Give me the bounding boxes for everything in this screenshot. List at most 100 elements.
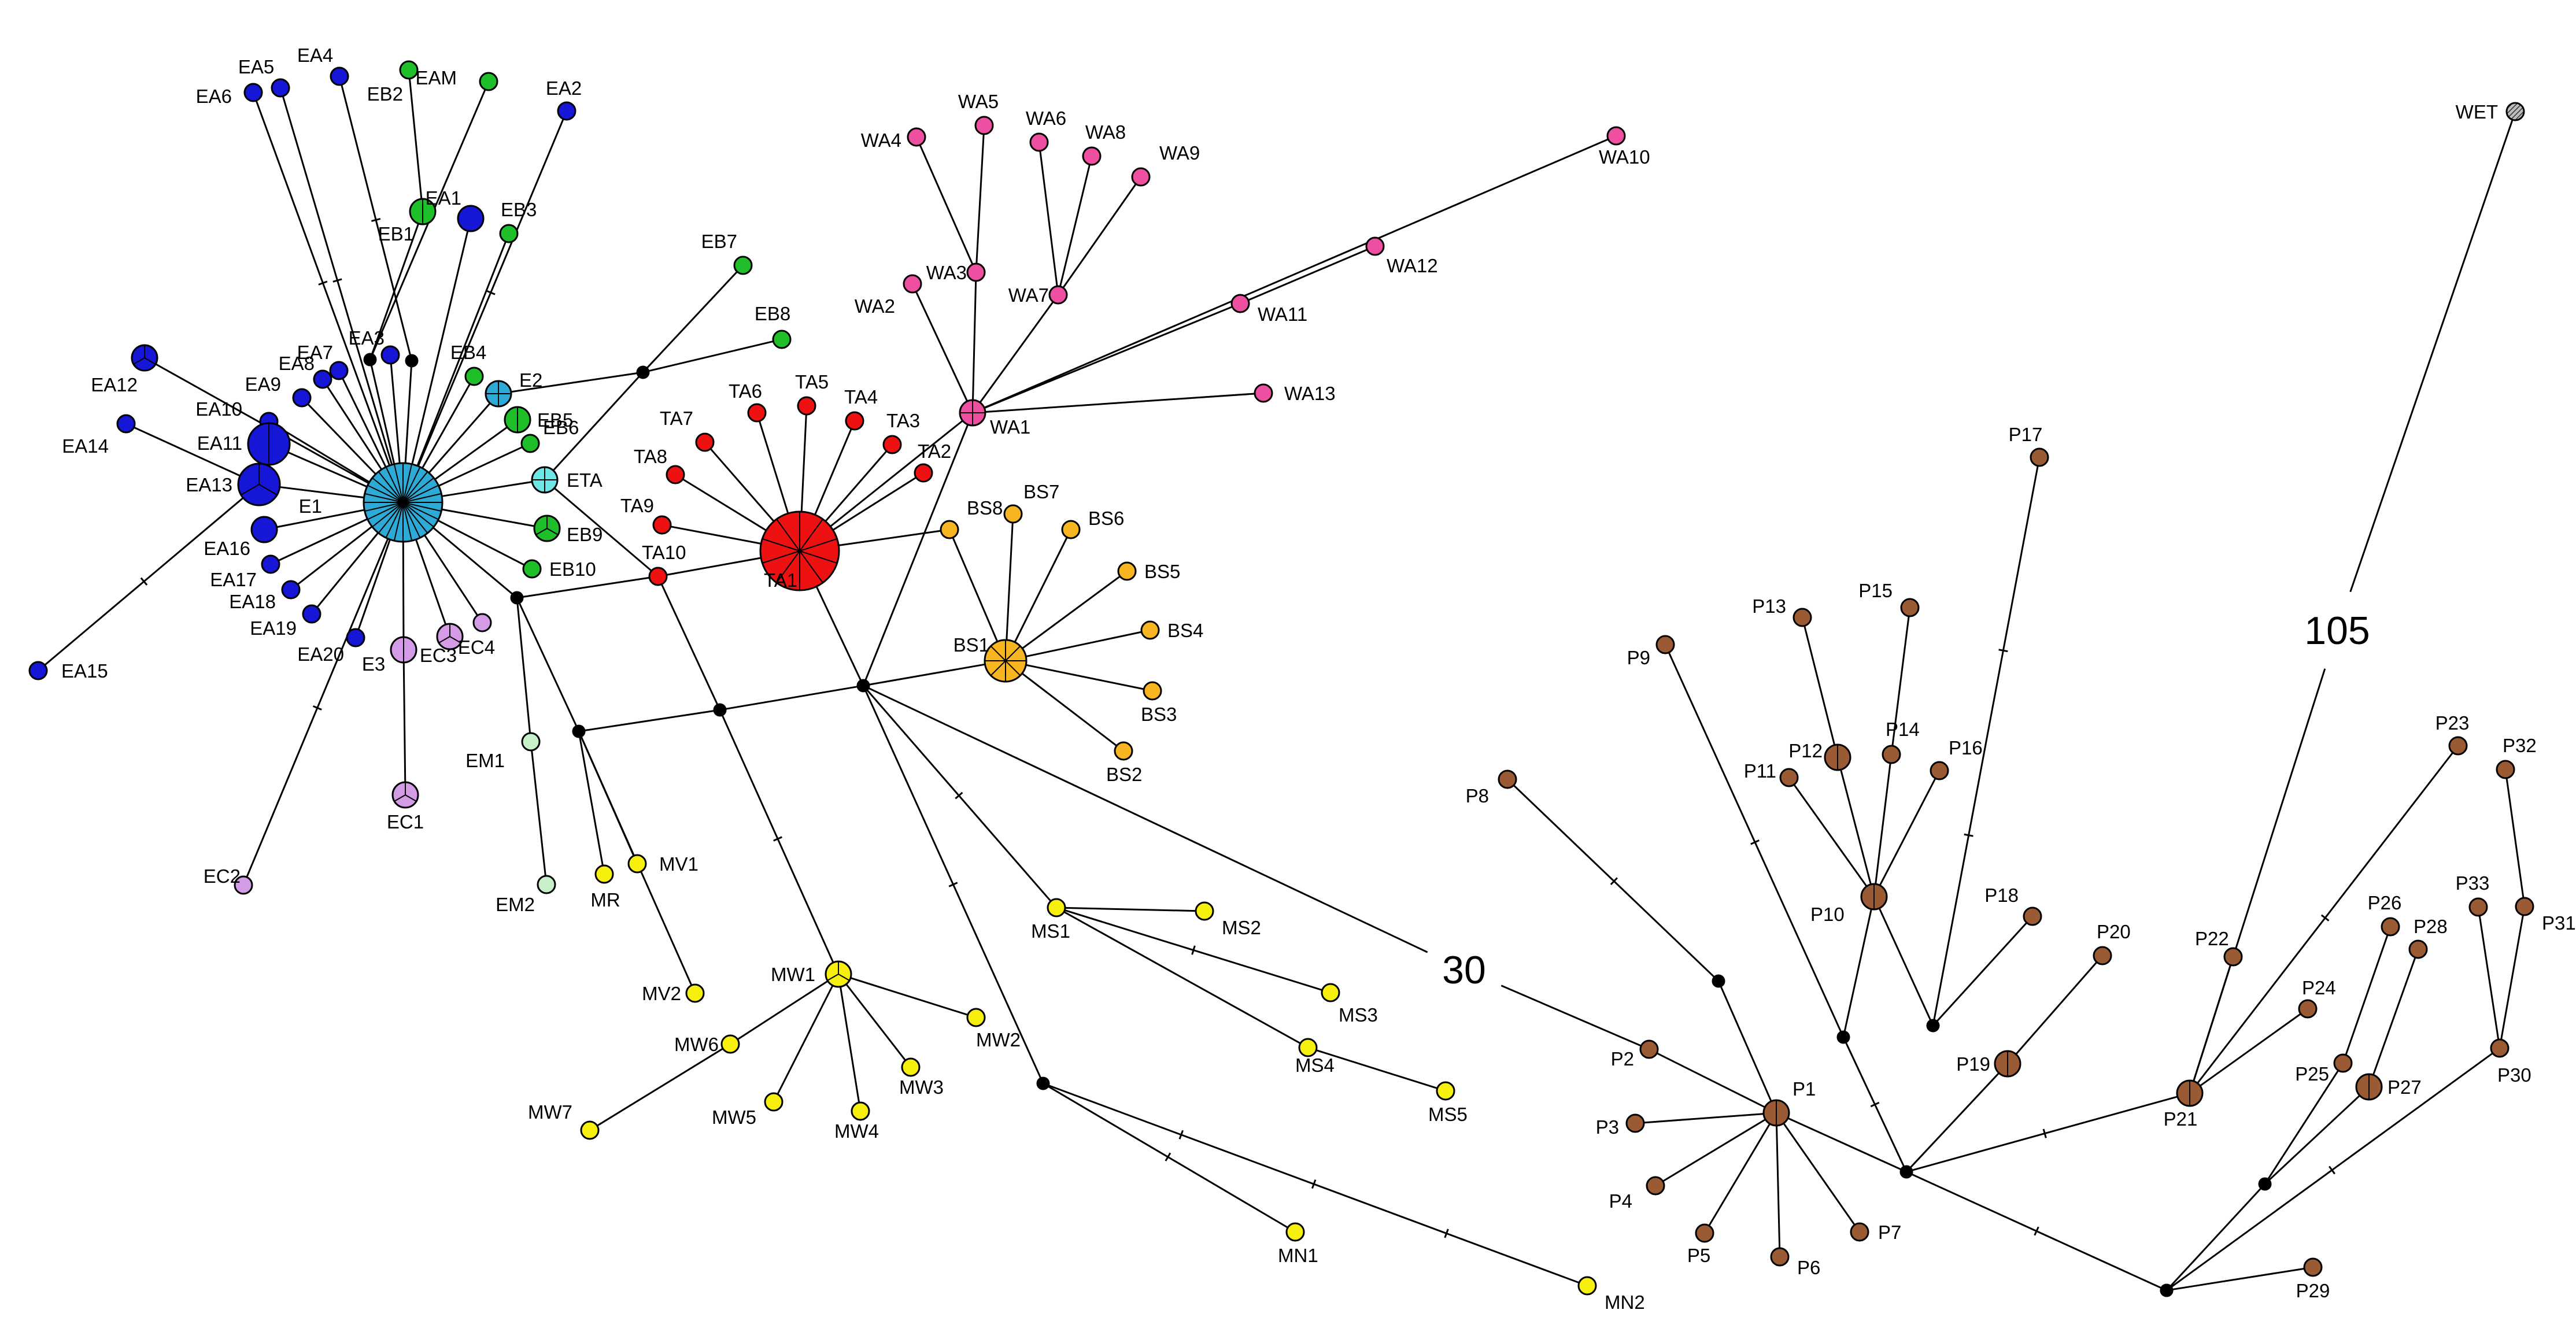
edge-ms1-ms4 — [1063, 911, 1301, 1045]
edge-p21-wet-part2 — [2349, 119, 2514, 593]
median-vector — [713, 703, 727, 717]
edge-p10-m12 — [1878, 908, 1932, 1021]
edge-e1-eta — [441, 480, 533, 497]
edge-wa1-wa13 — [985, 393, 1255, 413]
node-label-e1: E1 — [299, 495, 322, 517]
haplotype-node-ta1 — [759, 510, 840, 591]
node-label-p18: P18 — [1984, 885, 2019, 906]
node-label-ea3: EA3 — [349, 327, 385, 349]
network-edges — [44, 78, 2525, 1290]
node-label-eb4: EB4 — [450, 342, 486, 363]
node-label-ms3: MS3 — [1339, 1004, 1378, 1026]
network-labels: 30105E1EA1EA2EA3EA4EA5EA6EA7EA8EA9EA10EA… — [61, 45, 2576, 1313]
node-label-ea18: EA18 — [229, 591, 276, 612]
edge-m6-m7 — [725, 686, 858, 710]
node-label-ec3: EC3 — [420, 645, 457, 666]
median-vector — [572, 724, 586, 738]
edge-ta10-m6 — [660, 583, 719, 705]
node-label-p31: P31 — [2542, 912, 2576, 934]
haplotype-node-bs2 — [1114, 741, 1133, 761]
node-label-ms2: MS2 — [1222, 917, 1261, 938]
edge-e1-e2 — [428, 402, 491, 473]
median-vector — [636, 365, 650, 379]
edge-p2-p1 — [1656, 1052, 1765, 1108]
mutation-tick — [1998, 649, 2008, 653]
haplotype-node-ms5 — [1436, 1081, 1455, 1101]
node-label-bs8: BS8 — [967, 497, 1003, 519]
haplotype-node-mw5 — [764, 1092, 783, 1112]
node-label-eam: EAM — [415, 67, 457, 88]
mutation-tick — [140, 577, 148, 586]
median-vector — [2160, 1283, 2174, 1297]
node-label-bs7: BS7 — [1023, 481, 1059, 502]
node-label-ta9: TA9 — [620, 495, 654, 516]
edge-mw1-mw3 — [845, 983, 906, 1061]
edge-e1-e3 — [402, 541, 405, 638]
edge-eta-ta10 — [553, 487, 652, 572]
haplotype-node-p23 — [2448, 736, 2468, 756]
edge-ta1-ta4 — [814, 428, 852, 515]
edge-mw1-mw6 — [737, 980, 829, 1041]
edge-ms1-ms2 — [1065, 906, 1196, 912]
node-label-p7: P7 — [1878, 1222, 1901, 1243]
edge-e1-ea10 — [276, 425, 370, 483]
edge-ta1-ta2 — [832, 476, 917, 531]
node-label-wa1: WA1 — [990, 416, 1030, 438]
edge-p25-p26 — [2345, 934, 2389, 1056]
haplotype-node-ea4 — [330, 66, 349, 86]
edge-bs1-bs4 — [1025, 631, 1142, 658]
edge-wa7-wa6 — [1039, 150, 1058, 287]
node-label-eb1: EB1 — [378, 223, 414, 245]
node-label-p19: P19 — [1956, 1053, 1990, 1075]
node-label-mv1: MV1 — [659, 853, 698, 875]
node-label-em2: EM2 — [496, 894, 535, 915]
node-label-p2: P2 — [1611, 1048, 1634, 1070]
node-label-ea6: EA6 — [196, 86, 232, 107]
mutation-tick — [1444, 1229, 1449, 1238]
haplotype-node-eb1 — [409, 198, 437, 225]
haplotype-node-p2 — [1639, 1039, 1659, 1059]
haplotype-node-ta3 — [882, 435, 902, 454]
mutation-tick — [1610, 877, 1618, 886]
mutation-tick — [332, 278, 342, 283]
edge-p1-p7 — [1783, 1123, 1856, 1226]
edge-p10-p12 — [1840, 769, 1872, 885]
mutation-tick — [1191, 945, 1196, 955]
haplotype-node-mr — [594, 864, 614, 884]
edge-m7-p2-part2 — [1500, 985, 1642, 1047]
edge-p1-p3 — [1643, 1113, 1764, 1124]
haplotype-node-mn2 — [1577, 1276, 1597, 1296]
node-label-e2: E2 — [519, 369, 542, 391]
haplotype-node-eb7 — [733, 256, 753, 275]
edge-mw6-mw7 — [597, 1048, 723, 1127]
node-label-mw4: MW4 — [834, 1120, 879, 1142]
haplotype-node-wa6 — [1029, 132, 1049, 152]
haplotype-node-mw3 — [901, 1057, 921, 1077]
edge-bs1-bs7 — [1006, 522, 1014, 641]
haplotype-node-eb6 — [520, 434, 540, 453]
haplotype-node-wa12 — [1365, 236, 1385, 256]
node-label-ea16: EA16 — [204, 538, 250, 559]
node-label-ms4: MS4 — [1295, 1054, 1335, 1076]
haplotype-node-wa3 — [966, 262, 986, 282]
node-label-eb7: EB7 — [701, 231, 737, 252]
edge-wa1-wa2 — [915, 291, 969, 402]
node-label-p22: P22 — [2195, 928, 2229, 949]
node-label-ta4: TA4 — [844, 386, 878, 408]
haplotype-node-p29 — [2303, 1257, 2323, 1277]
haplotype-node-ta6 — [747, 403, 767, 423]
haplotype-node-eta — [531, 466, 559, 494]
node-label-wa12: WA12 — [1387, 255, 1438, 276]
edge-em1-em2 — [531, 750, 546, 876]
edge-e3-ec1 — [402, 662, 406, 783]
haplotype-node-ea18 — [281, 580, 301, 600]
haplotype-node-mw6 — [720, 1034, 740, 1054]
haplotype-node-ec4 — [472, 613, 492, 632]
haplotype-node-p31 — [2515, 897, 2534, 916]
edge-bs1-bs6 — [1014, 536, 1068, 643]
node-label-wa4: WA4 — [861, 130, 901, 151]
haplotype-node-ms2 — [1195, 901, 1214, 921]
edge-wa3-wa4 — [919, 145, 974, 265]
haplotype-node-wa13 — [1254, 383, 1273, 403]
haplotype-node-wa8 — [1082, 146, 1102, 166]
